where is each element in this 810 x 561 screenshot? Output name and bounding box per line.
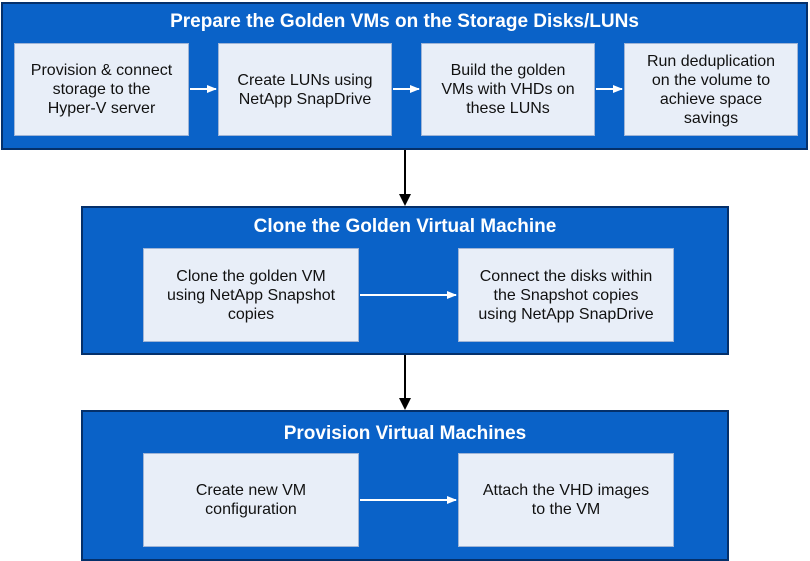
panel-title: Provision Virtual Machines (283, 423, 527, 444)
step-provision-storage: Provision & connect storage to the Hyper… (14, 43, 189, 136)
step-create-luns: Create LUNs using NetApp SnapDrive (218, 43, 392, 136)
panel-title: Prepare the Golden VMs on the Storage Di… (170, 11, 639, 32)
step-label: Provision & connect storage to the Hyper… (30, 62, 173, 117)
step-label: Create new VM configuration (195, 482, 307, 518)
step-attach-vhd: Attach the VHD images to the VM (458, 453, 674, 547)
step-connect-disks: Connect the disks within the Snapshot co… (458, 248, 674, 342)
step-label: Build the golden VMs with VHDs on these … (441, 62, 575, 117)
step-label: Create LUNs using NetApp SnapDrive (237, 71, 373, 108)
step-label: Run deduplication on the volume to achie… (646, 52, 776, 127)
step-label: Connect the disks within the Snapshot co… (478, 267, 654, 323)
step-build-golden-vms: Build the golden VMs with VHDs on these … (421, 43, 595, 136)
step-label: Attach the VHD images to the VM (482, 482, 650, 518)
step-run-deduplication: Run deduplication on the volume to achie… (624, 43, 798, 136)
step-create-vm-config: Create new VM configuration (143, 453, 359, 547)
step-clone-golden-vm: Clone the golden VM using NetApp Snapsho… (143, 248, 359, 342)
panel-title: Clone the Golden Virtual Machine (253, 216, 557, 237)
step-label: Clone the golden VM using NetApp Snapsho… (166, 267, 336, 323)
